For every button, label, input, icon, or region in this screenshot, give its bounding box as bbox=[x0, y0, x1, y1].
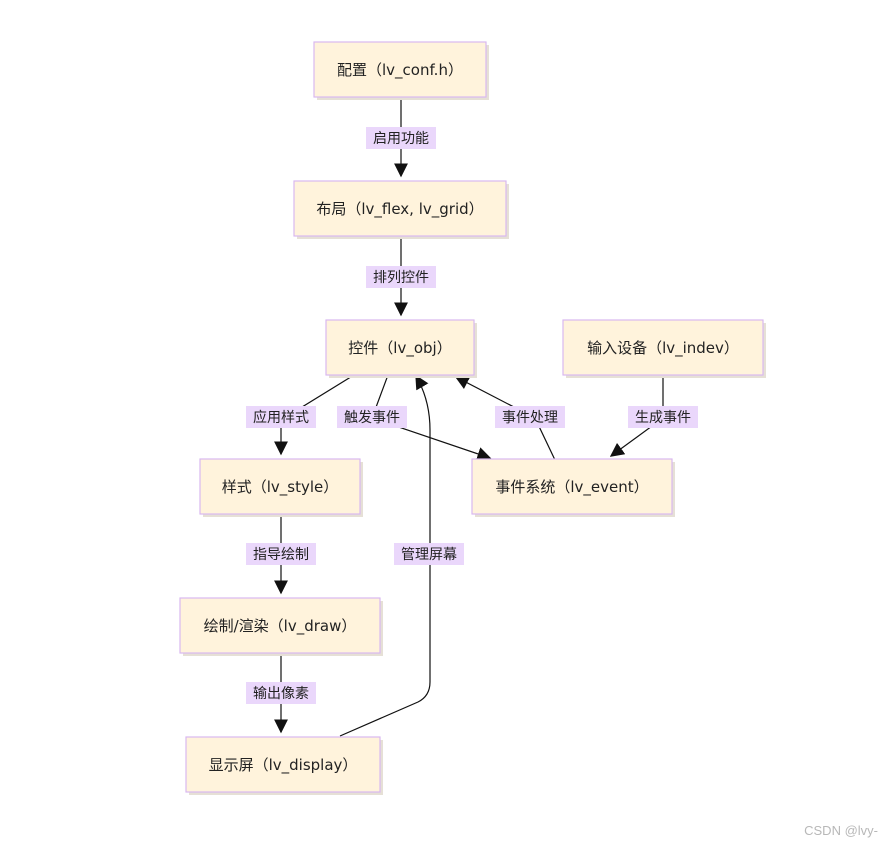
edge-label-handle: 事件处理 bbox=[495, 406, 565, 428]
edge-display-widget bbox=[339, 374, 431, 737]
watermark: CSDN @lvy- bbox=[804, 823, 878, 838]
edge-label-manage: 管理屏幕 bbox=[394, 543, 464, 565]
node-indev[interactable]: 输入设备（lv_indev） bbox=[562, 319, 766, 378]
svg-text:事件系统（lv_event）: 事件系统（lv_event） bbox=[495, 478, 648, 497]
svg-text:输入设备（lv_indev）: 输入设备（lv_indev） bbox=[587, 339, 739, 358]
edge-label-apply-style: 应用样式 bbox=[246, 406, 316, 428]
svg-text:绘制/渲染（lv_draw）: 绘制/渲染（lv_draw） bbox=[204, 617, 357, 636]
node-layout[interactable]: 布局（lv_flex, lv_grid） bbox=[293, 180, 509, 239]
nodes: 配置（lv_conf.h） 布局（lv_flex, lv_grid） 控件（lv… bbox=[179, 41, 766, 795]
svg-text:控件（lv_obj）: 控件（lv_obj） bbox=[348, 339, 451, 358]
svg-text:管理屏幕: 管理屏幕 bbox=[401, 547, 457, 563]
node-draw[interactable]: 绘制/渲染（lv_draw） bbox=[179, 597, 383, 656]
edge-label-output: 输出像素 bbox=[246, 682, 316, 704]
node-display[interactable]: 显示屏（lv_display） bbox=[185, 736, 383, 795]
svg-text:显示屏（lv_display）: 显示屏（lv_display） bbox=[209, 756, 358, 775]
svg-text:排列控件: 排列控件 bbox=[373, 270, 429, 286]
edge-label-arrange: 排列控件 bbox=[366, 266, 436, 288]
svg-text:启用功能: 启用功能 bbox=[373, 131, 429, 147]
svg-text:布局（lv_flex, lv_grid）: 布局（lv_flex, lv_grid） bbox=[316, 200, 483, 219]
svg-text:指导绘制: 指导绘制 bbox=[253, 547, 309, 563]
edge-label-guide-draw: 指导绘制 bbox=[246, 543, 316, 565]
node-style[interactable]: 样式（lv_style） bbox=[199, 458, 363, 517]
edge-label-enable: 启用功能 bbox=[366, 127, 436, 149]
node-event[interactable]: 事件系统（lv_event） bbox=[471, 458, 675, 517]
svg-text:配置（lv_conf.h）: 配置（lv_conf.h） bbox=[337, 61, 463, 80]
edge-labels: 启用功能 排列控件 应用样式 触发事件 事件处理 生成事件 指导绘制 输出像素 bbox=[246, 127, 698, 704]
edge-label-trigger: 触发事件 bbox=[337, 406, 407, 428]
node-config[interactable]: 配置（lv_conf.h） bbox=[313, 41, 489, 100]
svg-text:触发事件: 触发事件 bbox=[344, 410, 400, 426]
svg-text:输出像素: 输出像素 bbox=[253, 686, 309, 702]
svg-text:样式（lv_style）: 样式（lv_style） bbox=[222, 478, 339, 497]
node-widget[interactable]: 控件（lv_obj） bbox=[325, 319, 477, 378]
svg-text:生成事件: 生成事件 bbox=[635, 410, 691, 426]
svg-text:事件处理: 事件处理 bbox=[502, 410, 558, 426]
edge-label-generate: 生成事件 bbox=[628, 406, 698, 428]
svg-text:应用样式: 应用样式 bbox=[253, 409, 309, 426]
